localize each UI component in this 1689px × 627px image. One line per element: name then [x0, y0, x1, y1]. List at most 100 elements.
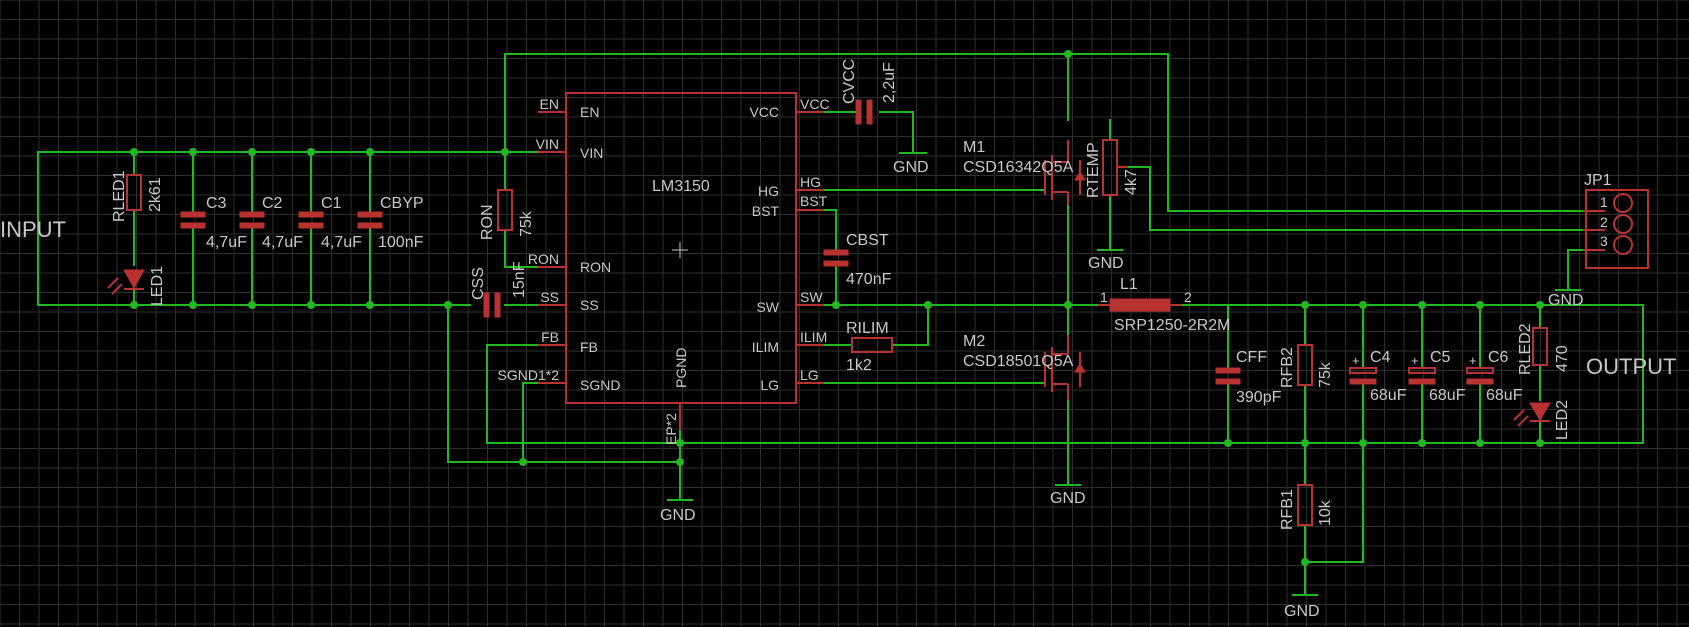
net-hg: HG [800, 174, 821, 190]
ic-pin-ss: SS [580, 297, 599, 313]
rfb1-name: RFB1 [1279, 489, 1296, 530]
c4-plus: + [1352, 353, 1360, 368]
jp1-pin1: 1 [1600, 194, 1608, 210]
c1-name: C1 [321, 195, 342, 212]
m1-value: CSD16342Q5A [963, 159, 1074, 176]
led-led1[interactable]: LED1 [107, 266, 166, 306]
wires [37, 53, 1644, 596]
net-ss: SS [540, 289, 559, 305]
rled1-value: 2k61 [147, 177, 164, 212]
rtemp-name: RTEMP [1085, 142, 1102, 198]
jp1-pin2: 2 [1600, 214, 1608, 230]
capacitor-cff[interactable]: CFF 390pF [1215, 349, 1282, 406]
output-port-label: OUTPUT [1586, 354, 1676, 379]
rfb2-name: RFB2 [1279, 347, 1296, 388]
cff-value: 390pF [1236, 389, 1282, 406]
gnd-ic-label: GND [660, 507, 696, 524]
capacitor-cbst[interactable]: CBST 470nF [823, 232, 892, 288]
ic-pin-sgnd: SGND [580, 377, 620, 393]
gnd-m2: GND [1050, 484, 1086, 507]
gnd-ic: GND [660, 499, 696, 524]
capacitor-css[interactable]: CSS 15nF [470, 261, 528, 318]
header-jp1[interactable]: JP1 1 2 3 [1583, 172, 1649, 269]
capacitor-cvcc[interactable]: CVCC 2,2uF [841, 59, 898, 125]
led-led2[interactable]: LED2 [1513, 400, 1571, 440]
rilim-value: 1k2 [846, 357, 872, 374]
resistor-rfb1[interactable]: RFB1 10k [1279, 484, 1334, 530]
rilim-name: RILIM [846, 320, 889, 337]
m2-value: CSD18501Q5A [963, 353, 1074, 370]
net-ron: RON [528, 251, 559, 267]
gnd-rtemp: GND [1088, 249, 1124, 272]
resistor-rled1[interactable]: RLED1 2k61 [111, 170, 164, 222]
net-sw: SW [800, 289, 823, 305]
rfb1-value: 10k [1317, 499, 1334, 526]
l1-name: L1 [1120, 276, 1138, 293]
net-vin: VIN [536, 136, 559, 152]
cbst-value: 470nF [846, 271, 892, 288]
rled2-value: 470 [1554, 345, 1571, 372]
m2-name: M2 [963, 333, 985, 350]
gnd-rfb1-label: GND [1284, 603, 1320, 620]
led2-name: LED2 [1554, 400, 1571, 440]
mosfet-m2[interactable]: M2 CSD18501Q5A [963, 333, 1086, 400]
ic-pin-bst: BST [752, 203, 780, 219]
inductor-l1[interactable]: 1 2 L1 SRP1250-2R2M [1098, 276, 1231, 334]
ic-pin-vcc: VCC [749, 104, 779, 120]
led1-name: LED1 [149, 266, 166, 306]
ic-pin-ron: RON [580, 259, 611, 275]
cvcc-value: 2,2uF [881, 62, 898, 103]
capacitor-cbyp[interactable]: CBYP 100nF [357, 195, 424, 251]
ic-lm3150[interactable]: LM3150 EN VIN RON SS FB SGND VCC HG BST … [498, 92, 830, 445]
cff-name: CFF [1236, 349, 1267, 366]
ic-pin-en: EN [580, 104, 599, 120]
capacitor-c3[interactable]: C3 4,7uF [180, 195, 247, 251]
c1-value: 4,7uF [321, 234, 362, 251]
ic-pin-hg: HG [758, 183, 779, 199]
cvcc-name: CVCC [841, 59, 858, 104]
capacitor-c6[interactable]: + C6 68uF [1466, 349, 1523, 404]
capacitor-c1[interactable]: C1 4,7uF [298, 195, 362, 251]
capacitor-c4[interactable]: + C4 68uF [1349, 349, 1407, 404]
c4-name: C4 [1370, 349, 1391, 366]
jp1-pin3: 3 [1600, 233, 1608, 249]
c2-value: 4,7uF [262, 234, 303, 251]
gnd-cvcc-label: GND [893, 159, 929, 176]
rled2-name: RLED2 [1517, 323, 1534, 375]
junctions [130, 50, 1544, 566]
input-port-label: INPUT [0, 217, 66, 242]
ic-pin-vin: VIN [580, 145, 603, 161]
cbyp-value: 100nF [378, 234, 424, 251]
resistor-rilim[interactable]: RILIM 1k2 [846, 320, 893, 374]
ron-name: RON [479, 204, 496, 240]
cbyp-name: CBYP [380, 195, 424, 212]
c6-value: 68uF [1486, 387, 1523, 404]
gnd-rtemp-label: GND [1088, 255, 1124, 272]
ron-value: 75k [518, 210, 535, 237]
resistor-rfb2[interactable]: RFB2 75k [1279, 344, 1334, 388]
rtemp-value: 4k7 [1123, 169, 1140, 195]
capacitor-c2[interactable]: C2 4,7uF [239, 195, 303, 251]
resistor-ron[interactable]: RON 75k [479, 189, 535, 240]
gnd-cvcc: GND [893, 152, 929, 176]
ic-pin-fb: FB [580, 339, 598, 355]
c2-name: C2 [262, 195, 283, 212]
ic-pin-sw: SW [756, 299, 779, 315]
cbst-name: CBST [846, 232, 889, 249]
c3-value: 4,7uF [206, 234, 247, 251]
net-sgnd: SGND1*2 [498, 367, 560, 383]
net-ilim: ILIM [800, 329, 827, 345]
gnd-rfb1: GND [1284, 594, 1320, 620]
net-lg: LG [800, 367, 819, 383]
gnd-jp1-label: GND [1548, 292, 1584, 309]
thermistor-rtemp[interactable]: RTEMP 4k7 [1085, 139, 1140, 198]
ic-pin-pgnd: PGND [673, 348, 689, 388]
capacitor-c5[interactable]: + C5 68uF [1408, 349, 1466, 404]
c6-name: C6 [1488, 349, 1509, 366]
net-fb: FB [541, 329, 559, 345]
ic-pin-lg: LG [760, 377, 779, 393]
mosfet-m1[interactable]: M1 CSD16342Q5A [963, 139, 1086, 205]
resistor-rled2[interactable]: RLED2 470 [1517, 323, 1571, 375]
